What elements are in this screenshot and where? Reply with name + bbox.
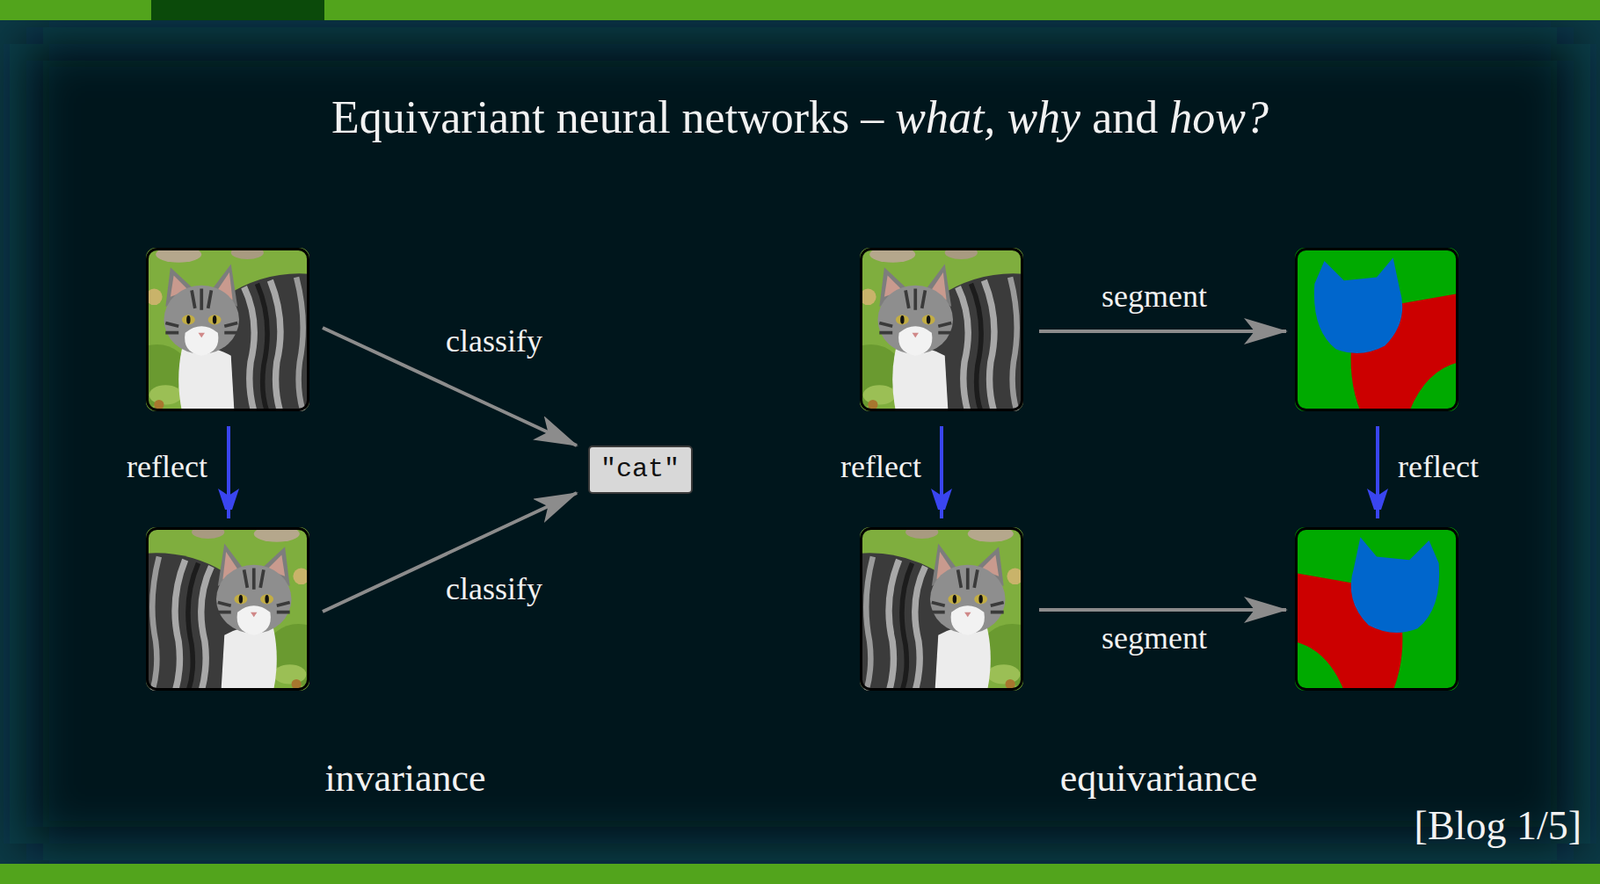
segment-arrow [1039,329,1287,334]
title-word: why [1006,92,1081,143]
annotation-label: segment [1101,278,1208,315]
photo-frame [860,248,1022,410]
cat-photo-reflected [145,525,310,691]
annotation-label: reflect [840,449,922,486]
title-word: – [860,92,884,143]
cat-photo-image [859,527,1024,691]
photo-frame [146,528,308,690]
annotation-label: classify [445,571,543,608]
bottom-bar [0,864,1600,884]
photo-frame [146,248,308,410]
segmentation-map-reflected [1294,527,1459,691]
node-content: "cat" [600,454,680,486]
cat-photo-image [145,247,310,412]
photo-frame [1295,528,1457,690]
box-label: "cat" [600,454,680,486]
background-vignette [26,43,1574,844]
segmentation-image [1294,247,1459,412]
annotation-label: segment [1101,620,1208,657]
annotation-label: invariance [324,756,486,802]
title-word: Equivariant [331,92,546,143]
annotation-label: [Blog 1/5] [1414,803,1582,851]
annotation-label: equivariance [1060,756,1259,802]
segmentation-map [1294,247,1459,412]
cat-photo-image [145,527,310,691]
photo-frame [860,528,1022,690]
segmentation-image [1294,527,1459,691]
title-text: Equivariant neural networks – what, why … [331,91,1269,145]
label-box: "cat" [588,445,693,495]
photo-frame [1295,248,1457,410]
annotation-label: classify [445,323,543,360]
classify-arrow [322,493,577,612]
cat-photo-reflected [859,525,1024,691]
reflect-arrow [1375,426,1380,519]
reflect-arrow [226,426,231,519]
cat-photo [145,246,310,412]
title-word: neural [556,92,671,143]
title-word: and [1091,92,1158,143]
annotation-label: reflect [1397,449,1479,486]
title-word: networks [682,92,851,143]
annotation-label: reflect [126,449,208,486]
title-word: how? [1169,92,1269,143]
title-word: what, [894,92,996,143]
reflect-arrow [939,426,944,519]
cat-photo-image [859,247,1024,412]
top-bar [0,0,1600,21]
top-bar-tab [151,0,325,21]
segment-arrow [1039,608,1287,612]
cat-photo [859,246,1024,412]
